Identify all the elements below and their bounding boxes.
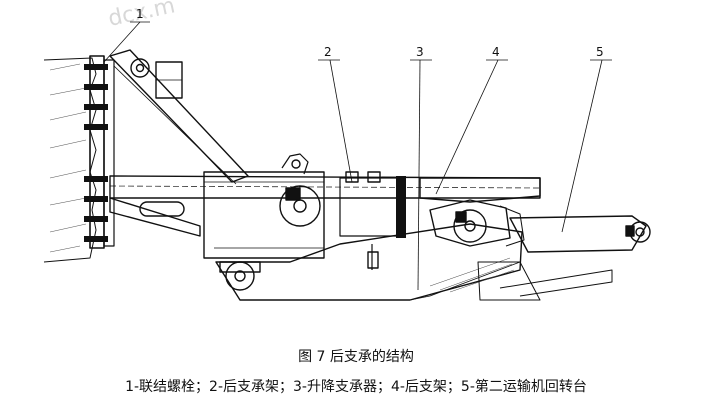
lifting-support (339, 171, 406, 270)
callout-2: 2 (324, 45, 332, 59)
callout-leaders (103, 21, 612, 291)
callout-3: 3 (416, 45, 424, 59)
figure-caption: 图 7 后支承的结构 (298, 349, 414, 365)
callout-labels: 1 2 3 4 5 (136, 7, 604, 59)
conveyor-rotary-table (477, 215, 651, 301)
wall-section (43, 57, 97, 263)
callout-5: 5 (596, 45, 604, 59)
diagonal-brace (109, 49, 249, 185)
rear-bracket (419, 177, 541, 247)
callout-1: 1 (136, 7, 144, 21)
connecting-bolts (84, 55, 115, 249)
lower-arm (215, 223, 523, 301)
figure-legend: 1-联结螺栓；2-后支承架；3-升降支承器；4-后支架；5-第二运输机回转台 (125, 379, 587, 395)
callout-4: 4 (492, 45, 500, 59)
rear-support-frame (109, 153, 541, 259)
